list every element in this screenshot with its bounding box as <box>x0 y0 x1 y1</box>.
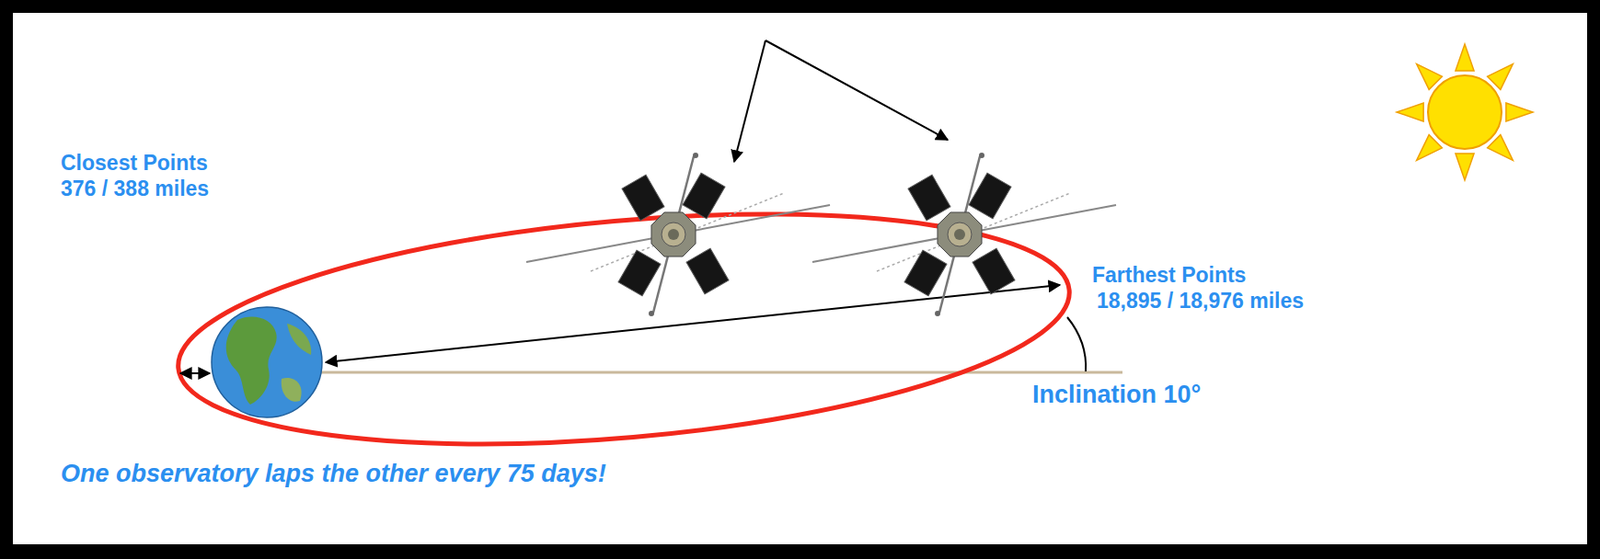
satellite <box>812 152 1117 317</box>
apogee-dimension <box>325 285 1060 363</box>
label-text: Closest Points <box>60 150 208 175</box>
label-text: Farthest Points <box>1092 263 1246 288</box>
inclination-arc <box>1067 317 1086 372</box>
satellite <box>526 152 830 317</box>
perigee-dimension <box>180 372 210 375</box>
pointer-line <box>765 40 948 140</box>
angle-label: Inclination 10° <box>1032 380 1201 410</box>
dimension-label: 376 / 388 miles <box>60 176 209 201</box>
reference-plane <box>317 371 1123 375</box>
note-text: One observatory laps the other every 75 … <box>60 460 607 489</box>
pointer-line <box>734 40 766 162</box>
white-panel <box>12 12 1588 545</box>
sun <box>1396 44 1533 181</box>
earth <box>211 307 323 418</box>
orbit-ellipse <box>169 182 1080 477</box>
dimension-label: 18,895 / 18,976 miles <box>1096 288 1304 313</box>
